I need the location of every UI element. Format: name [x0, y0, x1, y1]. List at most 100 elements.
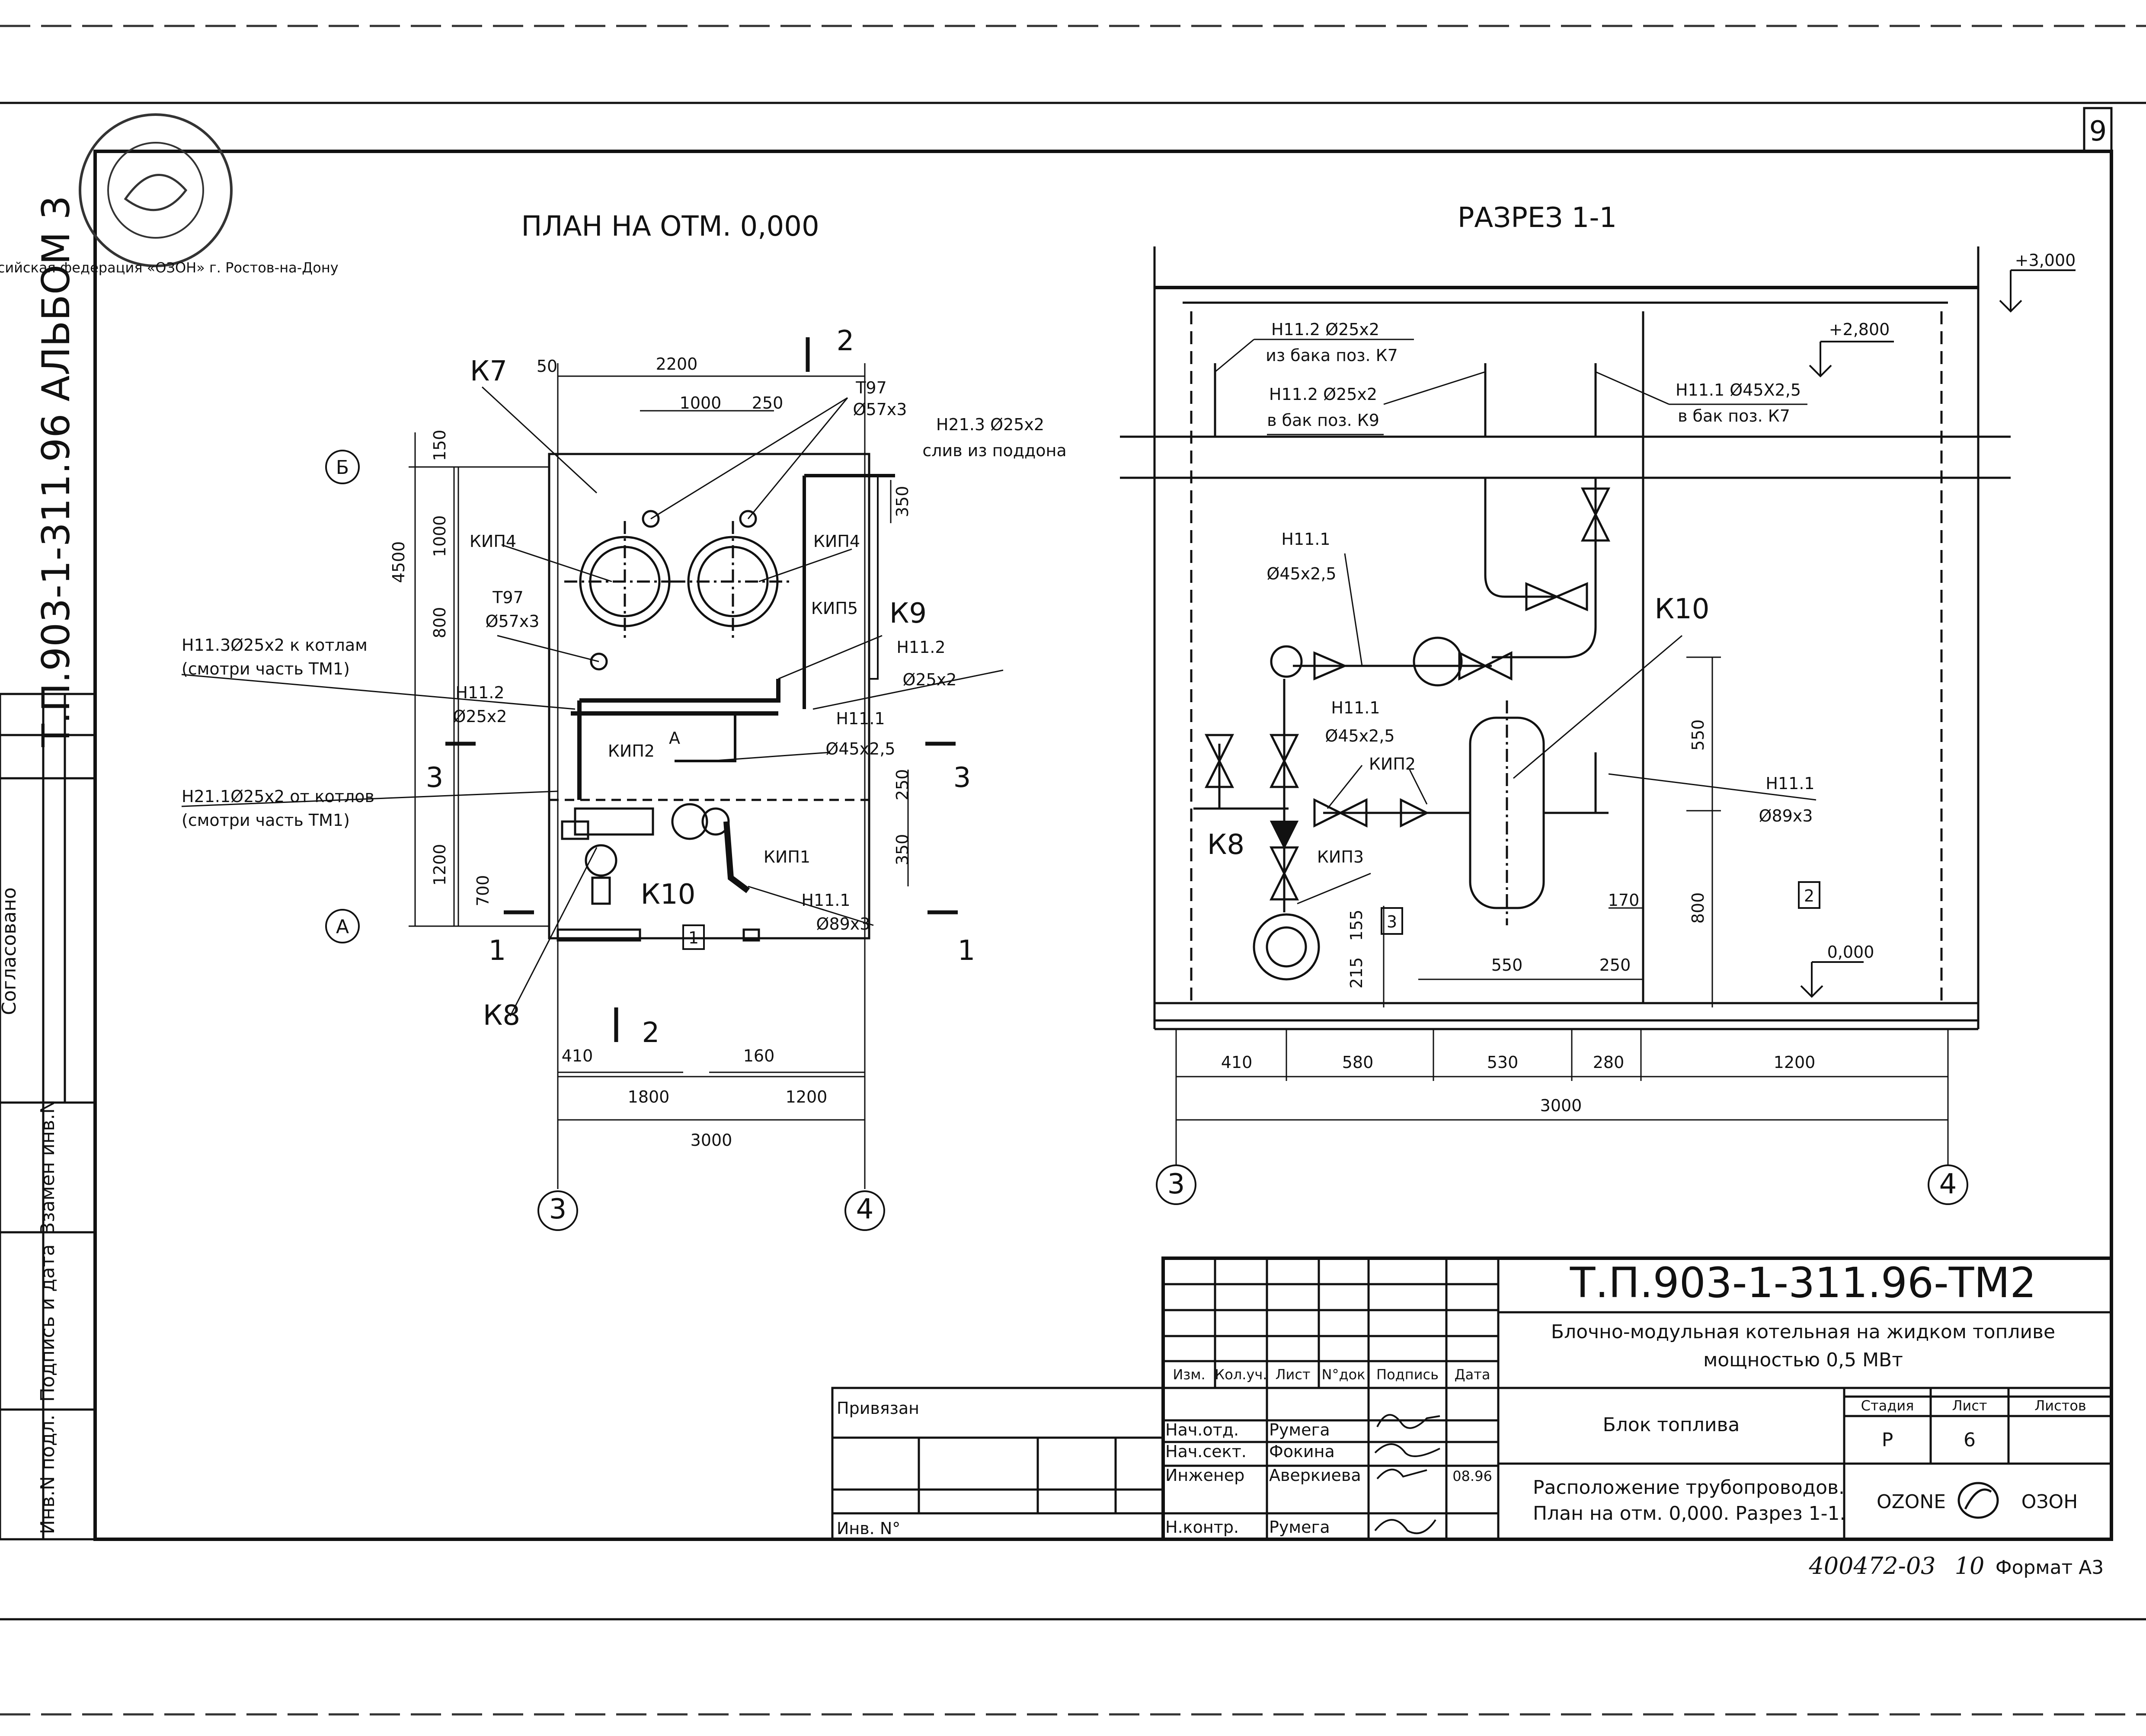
- sec-label-h112-from: Н11.2 Ø25х2: [1271, 320, 1379, 339]
- col-header-count: Кол.уч.: [1215, 1366, 1267, 1383]
- plan-axis-b: Б: [336, 457, 349, 479]
- plan-label-t97-top-d: Ø57х3: [853, 400, 907, 419]
- sec-dim-215: 215: [1347, 957, 1366, 989]
- format-label: Формат А3: [1996, 1557, 2104, 1579]
- section-valves: [1204, 487, 1611, 901]
- plan-label-k9: К9: [889, 598, 927, 630]
- plan-dim-2200: 2200: [656, 355, 698, 374]
- plan-dim-4500: 4500: [389, 541, 408, 583]
- plan-label-h111-89: Н11.1: [801, 891, 850, 910]
- plan-dim-1200: 1200: [430, 844, 449, 886]
- plan-label-h113-note: (смотри часть ТМ1): [182, 659, 350, 678]
- col-header-change: Изм.: [1173, 1366, 1205, 1383]
- section-leaders: [1215, 339, 1817, 905]
- logo-text-cyrillic: ОЗОН: [2021, 1491, 2078, 1513]
- section-geometry: [1120, 246, 2011, 1030]
- plan-dim-1200-bottom: 1200: [786, 1087, 828, 1106]
- sec-label-h111-lower-d: Ø45х2,5: [1325, 726, 1394, 745]
- sheet-frame: [0, 102, 2146, 1621]
- plan-label-h211: Н21.1Ø25х2 от котлов: [182, 787, 374, 806]
- left-label-signature: Подпись и дата: [37, 1244, 59, 1402]
- inventory-label: Инв. N°: [837, 1519, 900, 1538]
- plan-label-k10: К10: [641, 879, 696, 911]
- sec-label-h112-to: Н11.2 Ø25х2: [1269, 385, 1377, 404]
- plan-dimensions: [409, 363, 909, 1189]
- sheet-title-2: План на отм. 0,000. Разрез 1-1.: [1533, 1503, 1845, 1525]
- sheet-title-1: Расположение трубопроводов.: [1533, 1477, 1845, 1499]
- sec-label-h111-89-d: Ø89х3: [1759, 806, 1813, 825]
- plan-mark-2-bottom: 2: [642, 1017, 660, 1049]
- name-head-sect: Фокина: [1269, 1442, 1335, 1461]
- company-logo: [1957, 1482, 1999, 1519]
- plan-dim-1000-v: 1000: [430, 515, 449, 557]
- section-level-marks: [1800, 269, 2076, 998]
- section-axis-3: 3: [1167, 1168, 1185, 1200]
- sheet-number: 9: [2089, 115, 2107, 147]
- inventory-suffix: 10: [1955, 1552, 1985, 1579]
- left-label-agreed: Согласовано: [0, 887, 20, 1015]
- plan-geometry: [548, 453, 895, 942]
- plan-label-h113: Н11.3Ø25х2 к котлам: [182, 636, 368, 655]
- sec-dim-550-v: 550: [1689, 719, 1708, 751]
- plan-dim-700: 700: [473, 875, 493, 907]
- project-line-1: Блочно-модульная котельная на жидком топ…: [1551, 1321, 2055, 1343]
- role-engineer: Инженер: [1165, 1466, 1244, 1485]
- section-axis-4: 4: [1939, 1168, 1957, 1200]
- plan-mark-2-top: 2: [837, 325, 854, 357]
- sec-dim-530: 530: [1487, 1053, 1519, 1072]
- plan-axis-a: А: [336, 916, 349, 938]
- plan-dim-410: 410: [562, 1046, 593, 1065]
- level-zero: 0,000: [1827, 943, 1874, 962]
- col-header-sheet: Лист: [1275, 1366, 1310, 1383]
- title-block-grid: [831, 1256, 2113, 1541]
- inventory-number: 400472-03: [1808, 1552, 1935, 1579]
- plan-label-h111: Н11.1: [836, 709, 885, 728]
- plan-axis-4: 4: [856, 1193, 874, 1225]
- engineer-date: 08.96: [1452, 1468, 1492, 1484]
- col-header-date: Дата: [1455, 1366, 1490, 1383]
- sec-label-h111-to: Н11.1 Ø45Х2,5: [1676, 380, 1801, 400]
- sec-dim-1200: 1200: [1774, 1053, 1816, 1072]
- name-head-dept: Румега: [1269, 1420, 1330, 1439]
- plan-dim-1800: 1800: [628, 1087, 670, 1106]
- plan-label-k7: К7: [470, 355, 507, 387]
- left-label-replaced: Взамен инв.N: [37, 1100, 59, 1235]
- plan-label-kip4-right: КИП4: [813, 532, 860, 551]
- sec-tag-box-2: [1798, 881, 1820, 909]
- plan-mark-1-right: 1: [958, 935, 975, 967]
- section-dimensions: [1175, 656, 1949, 1167]
- stage-header: Стадия: [1861, 1397, 1914, 1414]
- stamp-text: Российская федерация «ОЗОН» г. Ростов-на…: [0, 259, 339, 276]
- plan-label-h213-note: слив из поддона: [922, 441, 1066, 460]
- sec-label-kip3: КИП3: [1317, 847, 1364, 866]
- plan-label-h213: Н21.3 Ø25х2: [936, 415, 1044, 434]
- plan-label-h112-right-d: Ø25х2: [903, 670, 957, 689]
- sec-tag-2: 2: [1804, 886, 1814, 905]
- plan-dim-250-right: 250: [893, 769, 912, 801]
- left-label-inventory: Инв.N подл.: [37, 1415, 59, 1535]
- plan-dim-350-top: 350: [893, 486, 912, 518]
- plan-label-kip1: КИП1: [764, 847, 810, 866]
- plan-label-h211-note: (смотри часть ТМ1): [182, 811, 350, 830]
- sec-dim-250: 250: [1599, 956, 1631, 975]
- plan-dim-150: 150: [430, 430, 449, 461]
- plan-tag-1: 1: [688, 928, 699, 947]
- plan-dim-160: 160: [743, 1046, 775, 1065]
- sec-dim-170: 170: [1608, 891, 1640, 910]
- sec-dim-800-v: 800: [1689, 892, 1708, 924]
- plan-label-kip4-left: КИП4: [470, 532, 516, 551]
- plan-section-marks: [445, 337, 958, 1042]
- plan-label-h112-right: Н11.2: [896, 638, 945, 657]
- sec-dim-155: 155: [1347, 910, 1366, 941]
- sec-dim-3000: 3000: [1540, 1096, 1582, 1115]
- plan-axis-bubbles: [325, 450, 885, 1231]
- level-plus-3000: +3,000: [2015, 251, 2076, 270]
- side-album-code: Т.П.903-1-311.96 АЛЬБОМ 3: [34, 195, 78, 747]
- bound-label: Привязан: [837, 1399, 919, 1418]
- sheet-header: Лист: [1952, 1397, 1987, 1414]
- sec-label-h111-lower: Н11.1: [1331, 698, 1380, 717]
- sec-label-h112-to-note: в бак поз. К9: [1267, 411, 1379, 430]
- plan-title: ПЛАН НА ОТМ. 0,000: [521, 211, 819, 243]
- section-filled-valve: [1270, 821, 1299, 850]
- sec-label-kip2: КИП2: [1369, 755, 1416, 774]
